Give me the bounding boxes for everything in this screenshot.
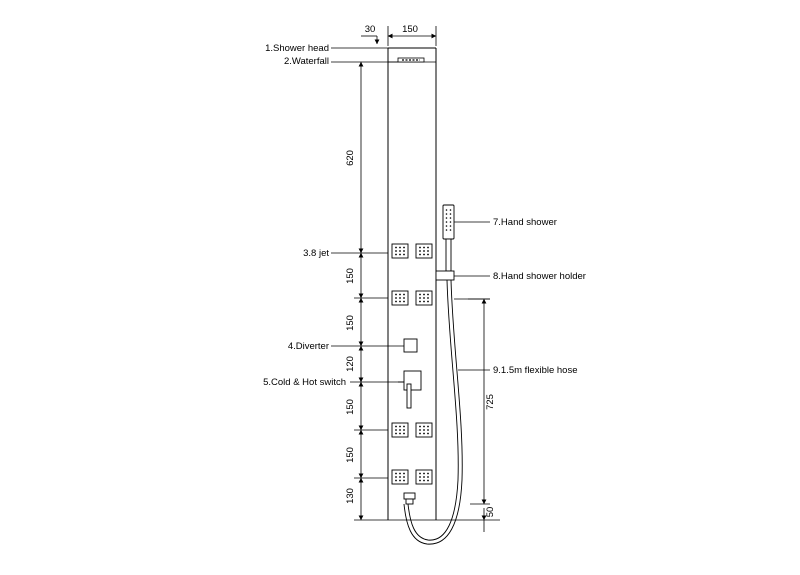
label-diverter: 4.Diverter	[288, 341, 329, 352]
label-waterfall: 2.Waterfall	[284, 56, 329, 67]
dim-jet-gap-1: 150	[345, 268, 356, 284]
right-dimensions	[454, 298, 490, 532]
dim-diverter-gap: 120	[345, 356, 356, 372]
dim-base: 50	[485, 507, 496, 518]
label-hand-shower: 7.Hand shower	[493, 217, 557, 228]
shower-panel	[387, 47, 437, 520]
label-shower-head: 1.Shower head	[265, 43, 329, 54]
diverter-knob	[403, 338, 418, 353]
label-cold-hot-switch: 5.Cold & Hot switch	[263, 377, 346, 388]
label-hand-shower-holder: 8.Hand shower holder	[493, 271, 586, 282]
dim-panel-width: 150	[402, 24, 418, 35]
dim-jet-gap-2: 150	[345, 315, 356, 331]
dim-upper-height: 620	[345, 150, 356, 166]
dim-switch-gap: 150	[345, 399, 356, 415]
right-leaders	[454, 221, 490, 371]
mixer-switch	[398, 370, 422, 409]
waterfall-outlet	[397, 57, 425, 63]
flexible-hose	[403, 279, 463, 545]
dim-hose-length: 725	[485, 394, 496, 410]
dim-top-offset: 30	[365, 24, 376, 35]
label-flexible-hose: 9.1.5m flexible hose	[493, 365, 578, 376]
hand-shower-holder	[435, 270, 455, 281]
dim-bottom: 130	[345, 488, 356, 504]
dim-jet-gap-3: 150	[345, 447, 356, 463]
vertical-dimension-chain	[354, 61, 500, 521]
label-jet: 3.8 jet	[303, 248, 329, 259]
left-leaders	[331, 47, 404, 383]
hose-outlet	[403, 492, 416, 505]
top-dimensions: 150 30	[361, 24, 437, 46]
hand-shower	[442, 204, 455, 272]
body-jets	[391, 243, 433, 485]
